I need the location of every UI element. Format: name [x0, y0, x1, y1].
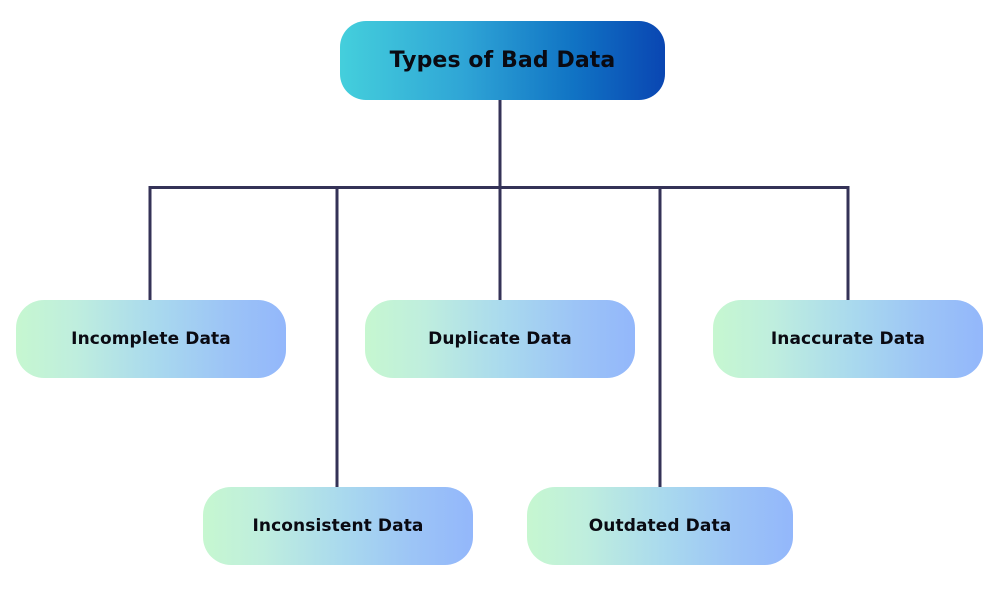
node-outdated-data-label: Outdated Data: [588, 516, 732, 536]
node-incomplete-data-label: Incomplete Data: [71, 329, 231, 349]
node-inaccurate-data-label: Inaccurate Data: [770, 329, 926, 349]
node-inconsistent-data-label: Inconsistent Data: [252, 516, 424, 536]
node-root[interactable]: Types of Bad Data: [340, 21, 665, 100]
node-inconsistent-data[interactable]: Inconsistent Data: [203, 487, 473, 565]
node-duplicate-data-label: Duplicate Data: [428, 329, 572, 349]
node-outdated-data[interactable]: Outdated Data: [527, 487, 793, 565]
node-inaccurate-data[interactable]: Inaccurate Data: [713, 300, 983, 378]
node-root-label: Types of Bad Data: [389, 48, 616, 73]
node-duplicate-data[interactable]: Duplicate Data: [365, 300, 635, 378]
node-incomplete-data[interactable]: Incomplete Data: [16, 300, 286, 378]
